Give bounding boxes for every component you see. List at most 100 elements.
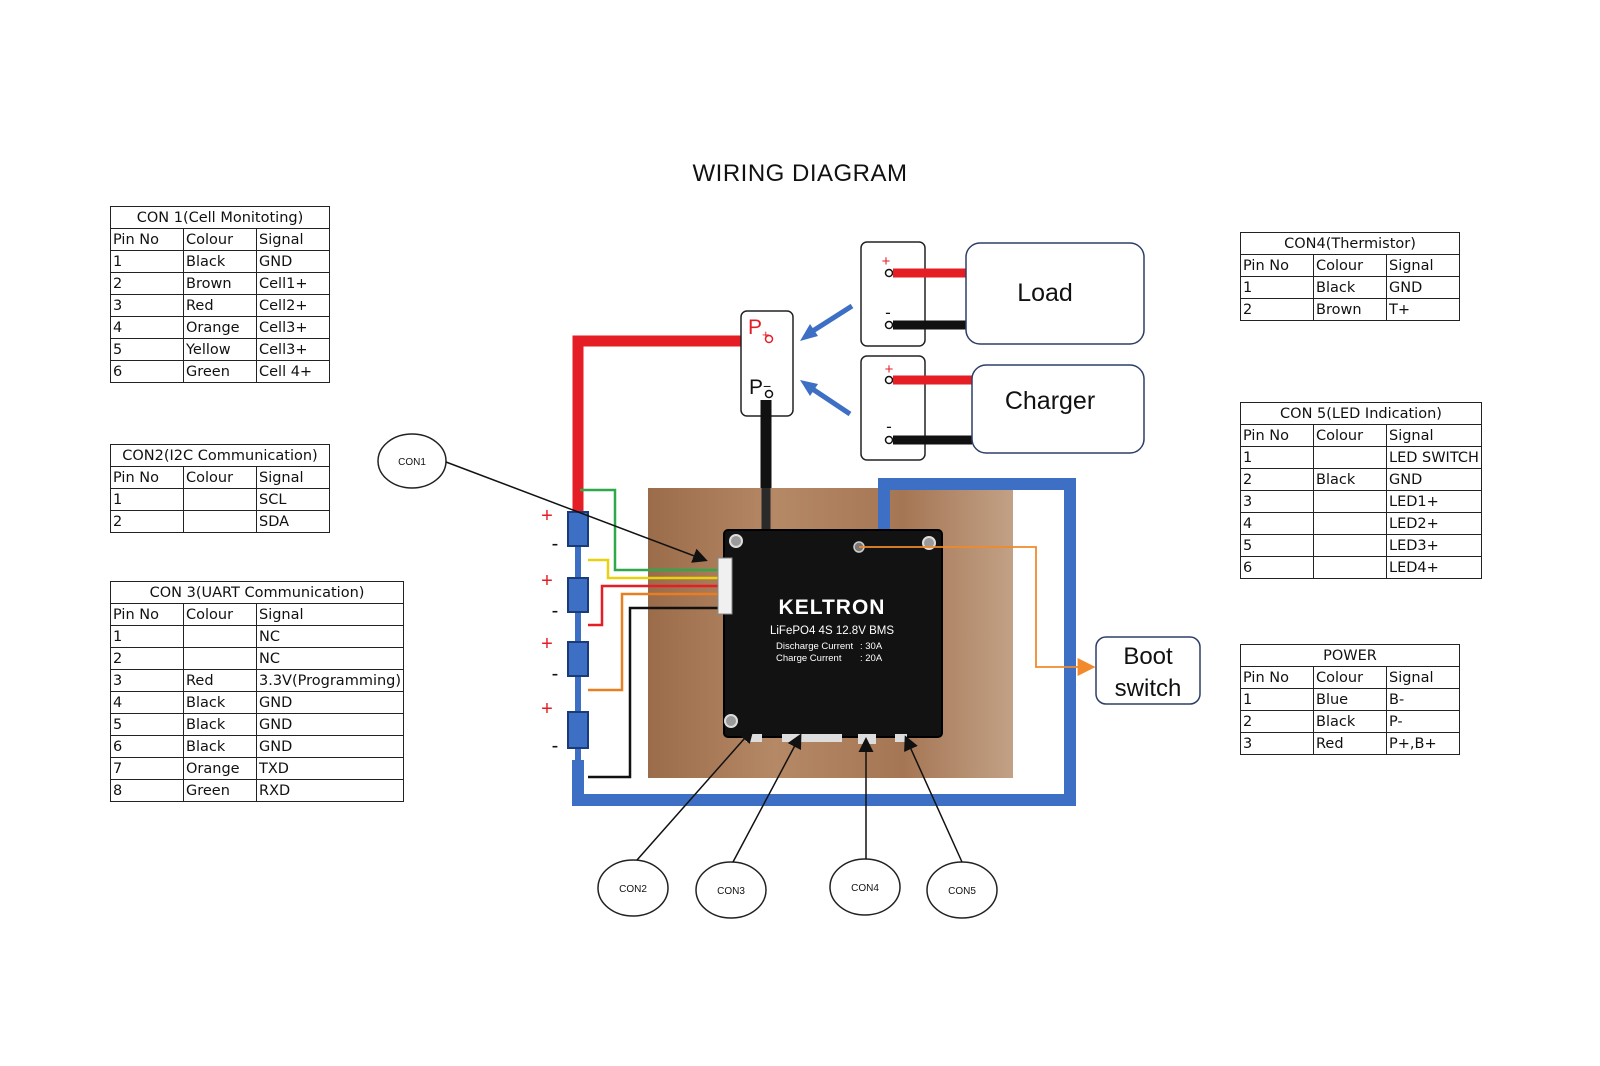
cell: 6 — [110, 360, 184, 383]
green-balance-wire — [580, 488, 722, 572]
cell2-plus: + — [541, 570, 553, 592]
header-signal: Signal — [256, 228, 330, 251]
cell: 8 — [110, 779, 184, 802]
boot-switch-box — [1095, 636, 1201, 705]
board-charge-label: Charge Current — [776, 653, 842, 664]
blue-frame-wire — [572, 478, 1076, 806]
cell: Blue — [1313, 688, 1387, 711]
cell: Black — [183, 735, 257, 758]
con1-table: CON 1(Cell Monitoting) Pin No Colour Sig… — [110, 206, 330, 383]
load-plus-terminal — [884, 268, 894, 278]
boot-label-2: switch — [1115, 675, 1182, 702]
cell: P- — [1386, 710, 1460, 733]
con5-callout-label: CON5 — [948, 886, 976, 897]
cell: Red — [183, 294, 257, 317]
cell-block-3 — [567, 641, 589, 677]
cell: LED SWITCH — [1386, 446, 1482, 469]
charger-plus-sign: + — [885, 361, 894, 378]
balance-connector — [717, 557, 733, 615]
table-header-row: Pin No Colour Signal — [1240, 666, 1460, 689]
load-minus-sign: - — [885, 303, 891, 322]
cell: T+ — [1386, 298, 1460, 321]
con3-caption: CON 3(UART Communication) — [109, 581, 405, 604]
cell: Cell2+ — [256, 294, 330, 317]
cell: 2 — [110, 510, 184, 533]
cell: RXD — [255, 779, 405, 802]
cell: Brown — [183, 272, 257, 295]
cell: Cell3+ — [256, 316, 330, 339]
cell: 3.3V(Programming) — [255, 669, 405, 692]
charger-minus-terminal — [884, 435, 894, 445]
cell3-minus: - — [552, 663, 559, 685]
load-arrow-head-icon — [800, 324, 818, 341]
board-discharge-value: : 30A — [860, 641, 883, 652]
charger-plus-terminal — [884, 375, 894, 385]
board-screw-icon — [922, 536, 936, 550]
red-balance-wire — [588, 584, 722, 627]
cell: Yellow — [183, 338, 257, 361]
cell: GND — [255, 691, 405, 714]
board-screw-icon — [729, 534, 743, 548]
con3-table: CON 3(UART Communication) Pin No Colour … — [109, 581, 405, 802]
board-discharge-label: Discharge Current — [776, 641, 853, 652]
cell: P+,B+ — [1386, 732, 1460, 755]
con2-caption: CON2(I2C Communication) — [110, 444, 330, 467]
cell1-minus: - — [552, 533, 559, 555]
con3-pointer — [732, 733, 802, 863]
cell2-minus: - — [552, 600, 559, 622]
con4-header — [858, 734, 876, 744]
boot-label-1: Boot — [1123, 643, 1173, 670]
cell: SDA — [256, 510, 330, 533]
cell: Cell3+ — [256, 338, 330, 361]
cell: Black — [1313, 710, 1387, 733]
load-box — [965, 242, 1145, 345]
con1-callout — [377, 433, 447, 489]
cell: LED1+ — [1386, 490, 1482, 513]
charger-arrow-head-icon — [800, 380, 818, 396]
cell: Orange — [183, 757, 257, 780]
cell: NC — [255, 625, 405, 648]
yellow-balance-wire — [588, 558, 722, 580]
board-brand: KELTRON — [779, 596, 886, 619]
header-signal: Signal — [1386, 424, 1482, 447]
cell: Brown — [1313, 298, 1387, 321]
p-plus-terminal — [764, 334, 774, 344]
con4-callout-label: CON4 — [851, 883, 879, 894]
cell1-plus: + — [541, 505, 553, 527]
cell4-plus: + — [541, 698, 553, 720]
board-screw-icon — [724, 714, 738, 728]
load-plus-sign: + — [882, 253, 891, 270]
cell-block-2 — [567, 577, 589, 613]
cell-block-1 — [567, 511, 589, 547]
con3-header — [782, 734, 842, 742]
cell: TXD — [255, 757, 405, 780]
cell4-minus: - — [552, 735, 559, 757]
con1-pointer — [445, 461, 708, 563]
load-arrow-icon — [806, 303, 854, 337]
charger-label: Charger — [1005, 387, 1095, 415]
charger-box — [971, 364, 1145, 454]
page-title: WIRING DIAGRAM — [692, 160, 908, 187]
load-connector-box — [860, 241, 926, 347]
con3-callout-label: CON3 — [717, 886, 745, 897]
con2-callout — [597, 859, 669, 917]
cell: Green — [183, 779, 257, 802]
con1-callout-label: CON1 — [398, 457, 426, 468]
cell-block-4 — [567, 711, 589, 749]
cell: LED2+ — [1386, 512, 1482, 535]
cell: Black — [183, 250, 257, 273]
